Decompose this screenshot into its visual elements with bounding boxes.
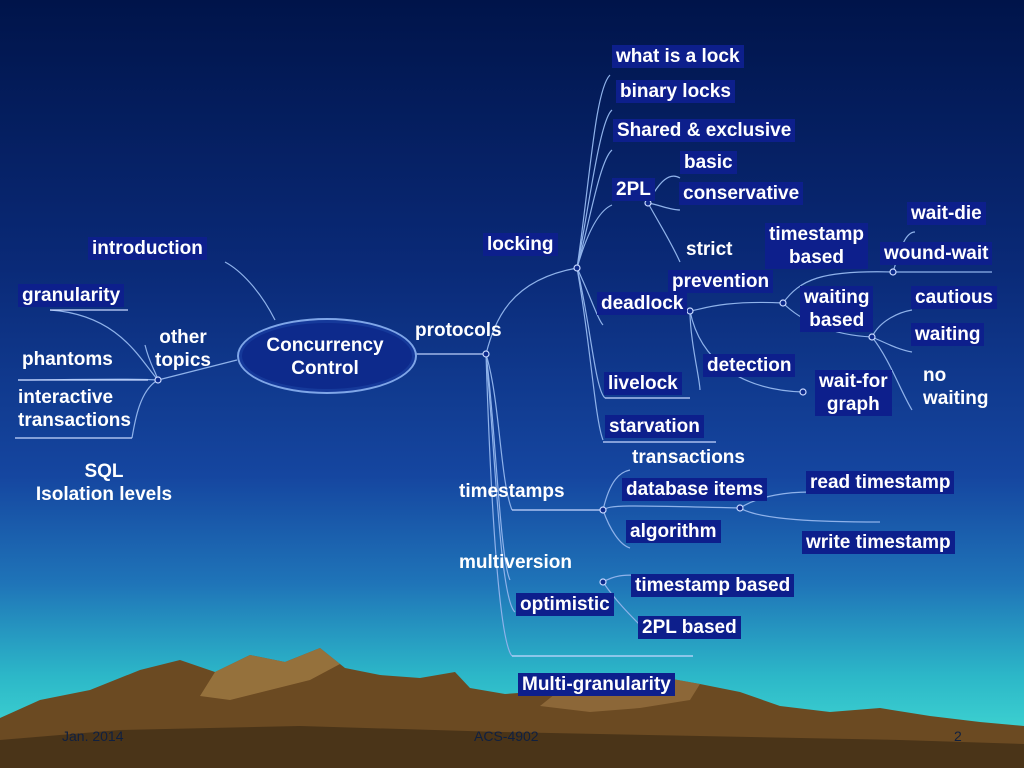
no-waiting-line-1: no bbox=[923, 365, 947, 386]
node-deadlock: deadlock bbox=[597, 292, 688, 315]
timestamp-based-line-2: based bbox=[789, 247, 844, 268]
node-strict: strict bbox=[686, 239, 733, 260]
node-wound-wait: wound-wait bbox=[880, 242, 993, 265]
node-protocols: protocols bbox=[415, 320, 502, 341]
center-node-oval bbox=[237, 318, 417, 394]
wait-for-graph-line-1: wait-for bbox=[819, 371, 888, 392]
node-starvation: starvation bbox=[605, 415, 704, 438]
node-binary-locks: binary locks bbox=[616, 80, 735, 103]
node-wait-for-graph: wait-for graph bbox=[815, 370, 892, 416]
node-conservative: conservative bbox=[679, 182, 804, 205]
node-interactive-transactions: interactive transactions bbox=[18, 386, 131, 432]
node-wait-die: wait-die bbox=[907, 202, 986, 225]
node-read-timestamp: read timestamp bbox=[806, 471, 955, 494]
timestamp-based-line-1: timestamp bbox=[769, 224, 865, 245]
node-waiting: waiting bbox=[911, 323, 985, 346]
sql-line-2: Isolation levels bbox=[35, 484, 173, 505]
node-optimistic: optimistic bbox=[516, 593, 614, 616]
node-waiting-based: waiting based bbox=[800, 286, 874, 332]
node-no-waiting: no waiting bbox=[923, 364, 988, 410]
center-node-label: Concurrency Control bbox=[237, 334, 413, 380]
footer-course: ACS-4902 bbox=[474, 728, 539, 744]
no-waiting-line-2: waiting bbox=[923, 388, 989, 409]
waiting-based-line-2: based bbox=[809, 310, 865, 331]
interactive-line-2: transactions bbox=[18, 410, 131, 431]
node-phantoms: phantoms bbox=[22, 349, 113, 370]
sql-line-1: SQL bbox=[84, 461, 124, 482]
node-shared-exclusive: Shared & exclusive bbox=[613, 119, 796, 142]
waiting-based-line-1: waiting bbox=[804, 287, 870, 308]
node-timestamp-based: timestamp based bbox=[765, 223, 869, 269]
node-granularity: granularity bbox=[18, 284, 125, 307]
node-locking: locking bbox=[483, 233, 558, 256]
node-what-is-a-lock: what is a lock bbox=[612, 45, 744, 68]
node-basic: basic bbox=[680, 151, 737, 174]
node-mv-timestamp-based: timestamp based bbox=[631, 574, 795, 597]
node-cautious: cautious bbox=[911, 286, 998, 309]
other-topics-line-2: topics bbox=[155, 350, 211, 371]
node-database-items: database items bbox=[622, 478, 768, 501]
node-mv-2pl-based: 2PL based bbox=[638, 616, 741, 639]
node-algorithm: algorithm bbox=[626, 520, 721, 543]
wait-for-graph-line-2: graph bbox=[826, 394, 880, 415]
node-timestamps: timestamps bbox=[459, 481, 565, 502]
center-line-1: Concurrency bbox=[266, 335, 384, 356]
node-prevention: prevention bbox=[668, 270, 774, 293]
node-2pl: 2PL bbox=[612, 178, 655, 201]
node-transactions: transactions bbox=[632, 447, 745, 468]
node-livelock: livelock bbox=[604, 372, 682, 395]
node-sql-isolation-levels: SQL Isolation levels bbox=[22, 460, 186, 506]
other-topics-line-1: other bbox=[159, 327, 207, 348]
node-other-topics: other topics bbox=[155, 326, 211, 372]
node-write-timestamp: write timestamp bbox=[802, 531, 955, 554]
interactive-line-1: interactive bbox=[18, 387, 114, 408]
node-multi-granularity: Multi-granularity bbox=[518, 673, 675, 696]
footer-date: Jan. 2014 bbox=[62, 728, 124, 744]
node-detection: detection bbox=[703, 354, 796, 377]
footer-page-number: 2 bbox=[954, 728, 962, 744]
node-introduction: introduction bbox=[88, 237, 207, 260]
center-line-2: Control bbox=[291, 358, 359, 379]
node-multiversion: multiversion bbox=[459, 552, 572, 573]
